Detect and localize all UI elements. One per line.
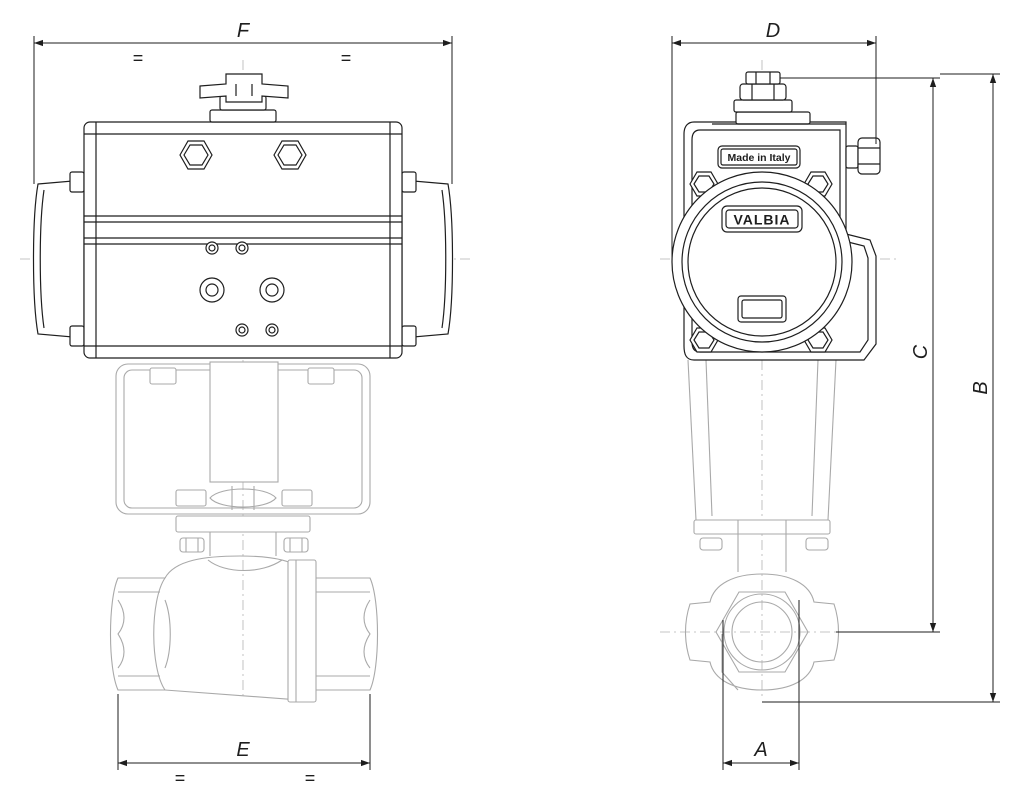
dimension-A: A <box>722 600 800 770</box>
end-cover-side <box>671 171 853 353</box>
indicator-icon <box>199 73 289 123</box>
front-view <box>32 73 454 703</box>
fitting-side <box>845 137 881 175</box>
dimension-E-label: E <box>236 739 250 761</box>
origin-plate: Made in Italy <box>717 145 801 169</box>
dimension-D: D <box>671 20 877 258</box>
equal-mark-right: = <box>341 48 352 68</box>
side-view: VALBIA Made in Italy <box>671 71 881 691</box>
valve-end-view <box>684 573 840 691</box>
hex-bolt-icon <box>179 140 213 170</box>
dimension-F: F = = <box>33 20 453 184</box>
dimension-C: C <box>780 77 940 633</box>
dimension-B-label: B <box>970 381 992 394</box>
hex-bolt-icon <box>273 140 307 170</box>
indicator-icon <box>733 71 793 113</box>
mounting-bracket-front <box>115 361 371 515</box>
dimension-C-label: C <box>910 344 932 359</box>
equal-mark-left: = <box>133 48 144 68</box>
actuator-body-front <box>83 121 403 359</box>
dimension-F-label: F <box>237 20 251 42</box>
dimension-A-label: A <box>753 739 767 761</box>
end-cap-right <box>401 171 454 347</box>
brand-logo-text: VALBIA <box>733 212 790 228</box>
stem-assembly-front <box>175 515 311 556</box>
air-ports <box>199 241 285 337</box>
valve-body-front <box>110 555 378 703</box>
dimension-E: E = = <box>117 694 371 788</box>
dimension-B: B <box>762 73 1000 703</box>
bracket-side <box>687 359 837 572</box>
origin-plate-text: Made in Italy <box>727 152 790 164</box>
end-cap-left <box>32 171 85 347</box>
brand-logo: VALBIA <box>721 205 803 233</box>
equal-mark-left: = <box>175 768 186 788</box>
equal-mark-right: = <box>305 768 316 788</box>
dimension-D-label: D <box>766 20 780 42</box>
